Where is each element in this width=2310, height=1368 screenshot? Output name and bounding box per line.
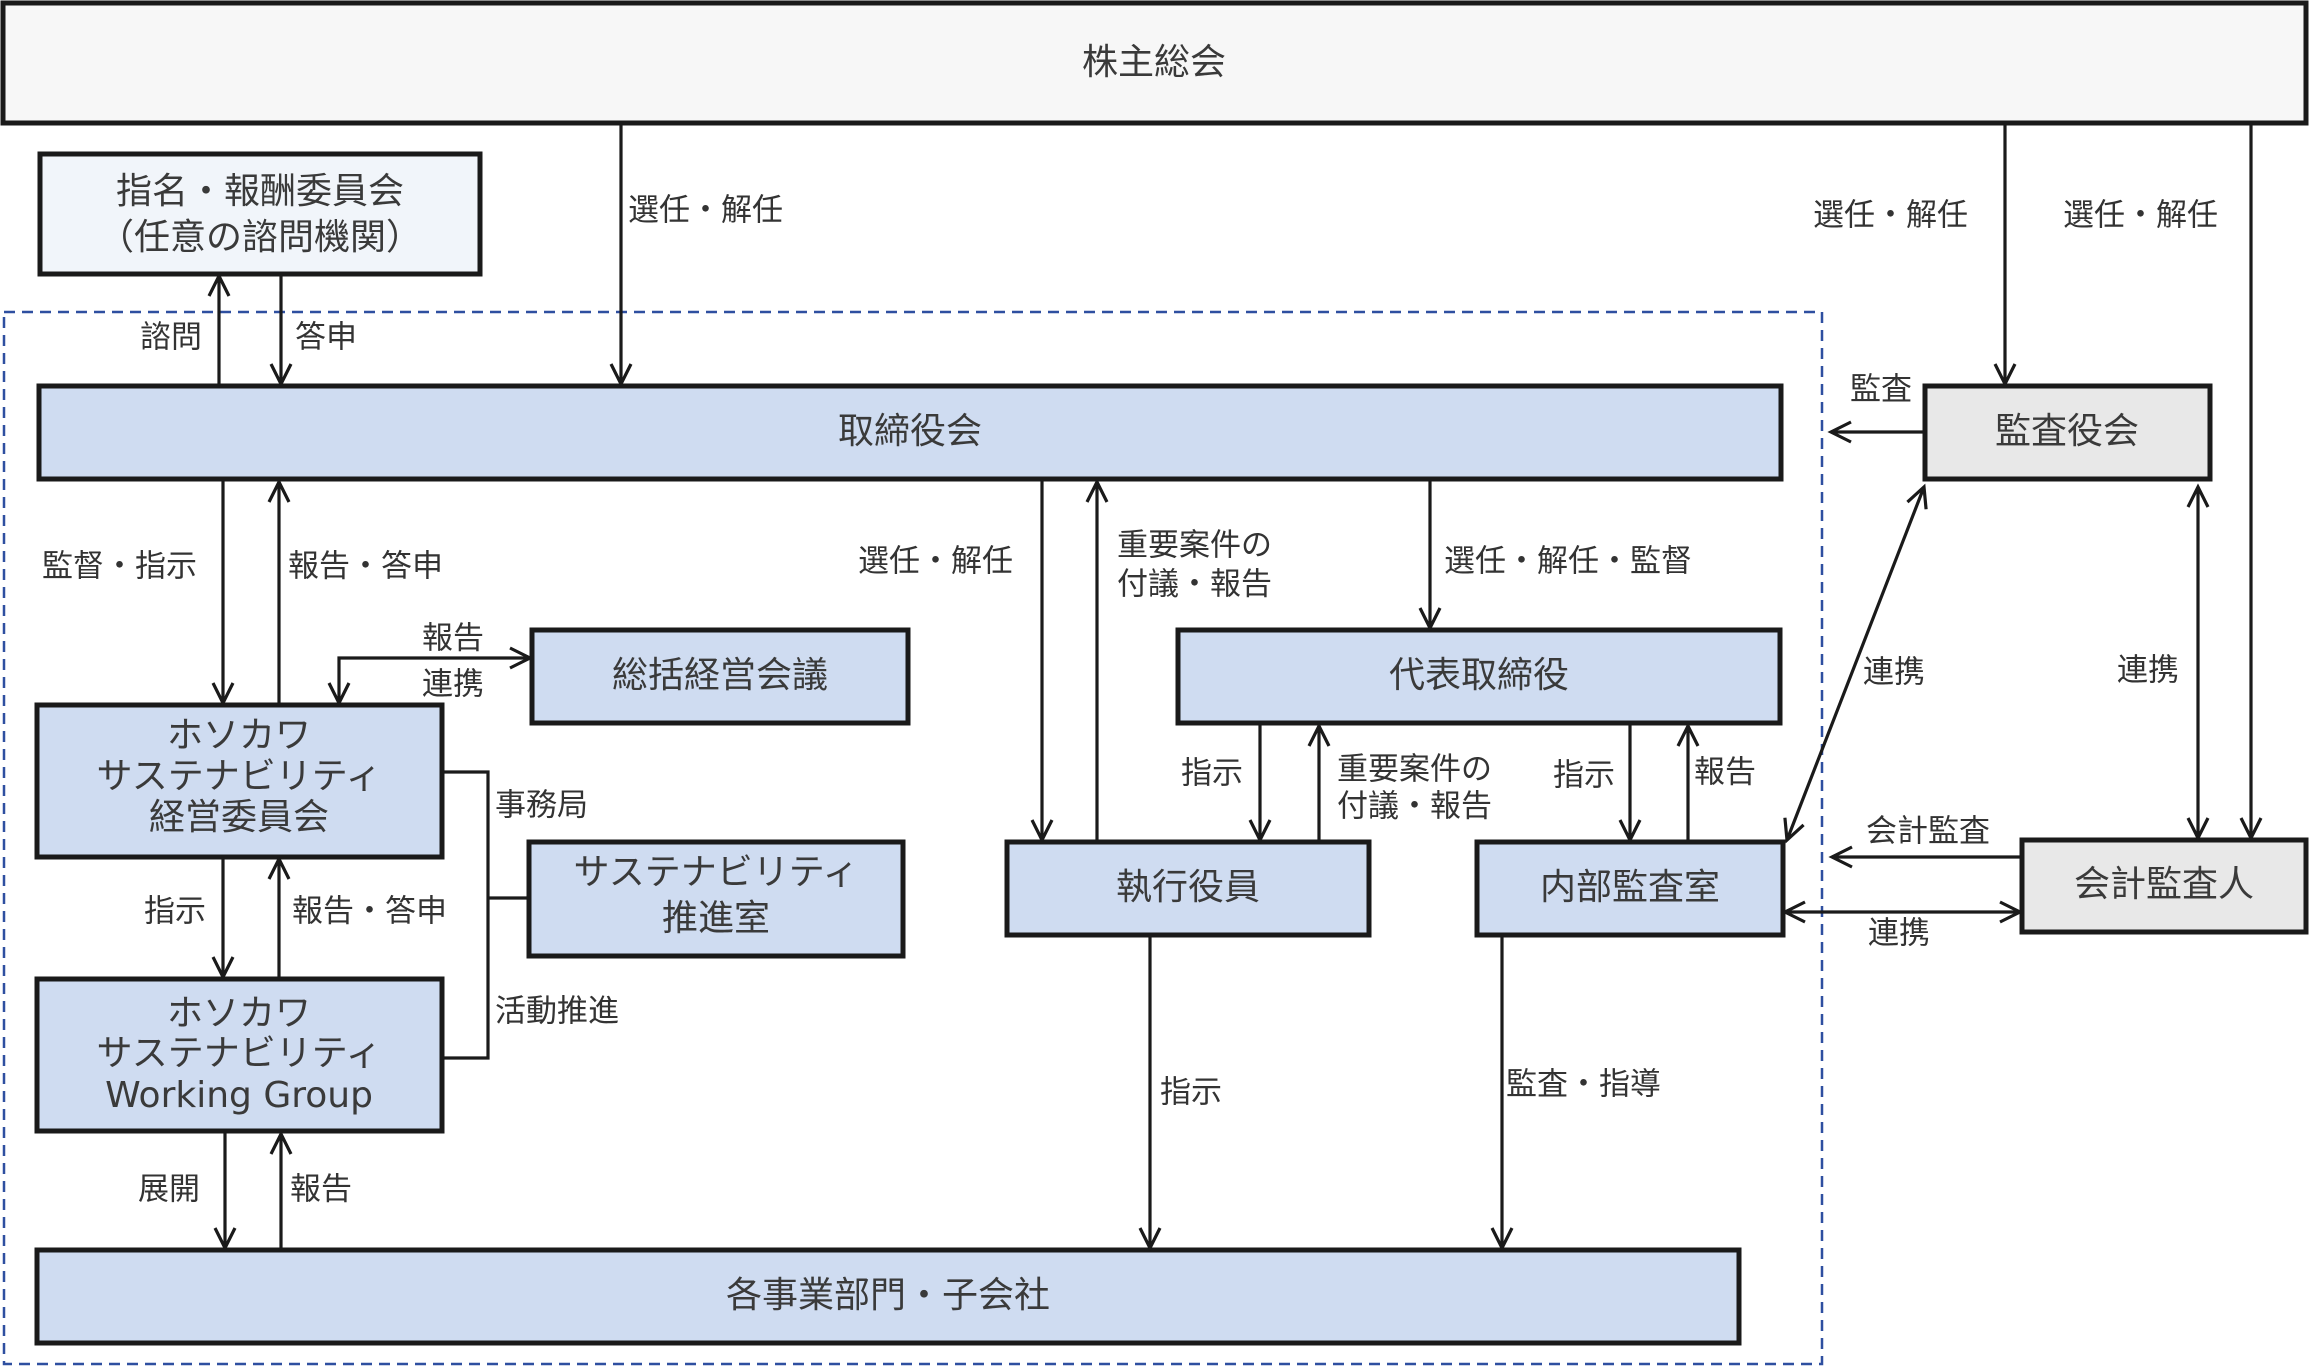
nomination-committee-node: 指名・報酬委員会 （任意の諮問機関） xyxy=(37,151,483,277)
nomination-committee-sublabel: （任意の諮問機関） xyxy=(98,217,422,258)
working-group-node: ホソカワ サステナビリティ Working Group xyxy=(34,976,445,1134)
working-group-label-2: サステナビリティ xyxy=(96,1033,381,1074)
label-exec-business: 指示 xyxy=(1160,1075,1222,1111)
label-promotion: 活動推進 xyxy=(495,994,619,1030)
audit-board-node: 監査役会 xyxy=(1922,383,2213,482)
label-shareholders-accounting-auditor: 選任・解任 xyxy=(2063,198,2218,234)
nomination-committee-label: 指名・報酬委員会 xyxy=(116,171,404,212)
board-of-directors-label: 取締役会 xyxy=(838,411,982,452)
sustainability-committee-node: ホソカワ サステナビリティ 経営委員会 xyxy=(34,702,445,860)
shareholders-meeting-label: 株主総会 xyxy=(1082,42,1226,83)
business-units-node: 各事業部門・子会社 xyxy=(34,1247,1742,1346)
shareholders-meeting-node: 株主総会 xyxy=(0,0,2309,126)
label-board-executives: 選任・解任 xyxy=(858,544,1013,580)
general-management-meeting-label: 総括経営会議 xyxy=(612,655,828,696)
label-report-business: 報告 xyxy=(290,1172,352,1208)
executive-officers-node: 執行役員 xyxy=(1004,839,1372,938)
label-audit-guidance: 監査・指導 xyxy=(1506,1067,1661,1103)
label-reply: 答申 xyxy=(295,320,357,356)
label-rep-audit-instruct: 指示 xyxy=(1553,758,1615,794)
sustainability-office-node: サステナビリティ 推進室 xyxy=(526,839,906,959)
general-management-meeting-node: 総括経営会議 xyxy=(529,627,911,726)
representative-director-node: 代表取締役 xyxy=(1175,627,1783,726)
arrow-committee-general-meeting-link xyxy=(327,646,534,707)
label-report-reply-2: 報告・答申 xyxy=(292,894,447,930)
label-supervise-instruct: 監督・指示 xyxy=(42,549,197,585)
bracket-secretariat-promotion xyxy=(444,770,527,1060)
label-report: 報告 xyxy=(422,621,484,657)
label-shareholders-audit-board: 選任・解任 xyxy=(1813,198,1968,234)
arrow-audit-board-internal-audit-link xyxy=(1783,483,1928,844)
label-secretariat: 事務局 xyxy=(495,788,588,824)
sustainability-committee-label-1: ホソカワ xyxy=(167,715,311,756)
label-exec-rep-1: 重要案件の xyxy=(1337,752,1492,788)
label-inquiry: 諮問 xyxy=(140,320,202,356)
label-accounting-audit: 会計監査 xyxy=(1866,814,1990,850)
label-audit-rep-report: 報告 xyxy=(1694,755,1756,791)
internal-audit-office-label: 内部監査室 xyxy=(1540,867,1720,908)
label-deploy: 展開 xyxy=(138,1172,200,1208)
executive-officers-label: 執行役員 xyxy=(1116,867,1260,908)
sustainability-committee-label-2: サステナビリティ xyxy=(96,756,381,797)
label-report-reply-1: 報告・答申 xyxy=(288,549,443,585)
board-of-directors-node: 取締役会 xyxy=(36,383,1784,482)
label-link-internal-accounting: 連携 xyxy=(1868,916,1930,952)
label-exec-rep-2: 付議・報告 xyxy=(1337,789,1492,825)
label-exec-board-2: 付議・報告 xyxy=(1117,567,1272,603)
working-group-label-3: Working Group xyxy=(105,1075,373,1116)
business-units-label: 各事業部門・子会社 xyxy=(726,1275,1050,1316)
label-audit: 監査 xyxy=(1850,372,1912,408)
working-group-label-1: ホソカワ xyxy=(167,993,311,1034)
representative-director-label: 代表取締役 xyxy=(1389,655,1569,696)
sustainability-committee-label-3: 経営委員会 xyxy=(149,797,329,838)
audit-board-label: 監査役会 xyxy=(1995,411,2139,452)
sustainability-office-label-2: 推進室 xyxy=(662,898,770,939)
accounting-auditor-label: 会計監査人 xyxy=(2074,864,2254,905)
label-exec-board-1: 重要案件の xyxy=(1117,528,1272,564)
label-board-representative: 選任・解任・監督 xyxy=(1444,544,1692,580)
label-link-audit-internal: 連携 xyxy=(1863,655,1925,691)
sustainability-office-label-1: サステナビリティ xyxy=(573,852,858,893)
internal-audit-office-node: 内部監査室 xyxy=(1474,839,1786,938)
label-link-audit-accounting: 連携 xyxy=(2117,653,2179,689)
label-rep-exec-instruct: 指示 xyxy=(1181,756,1243,792)
label-instruct-wg: 指示 xyxy=(144,894,206,930)
accounting-auditor-node: 会計監査人 xyxy=(2019,837,2309,935)
label-link-general: 連携 xyxy=(422,667,484,703)
label-shareholders-board: 選任・解任 xyxy=(628,193,783,229)
